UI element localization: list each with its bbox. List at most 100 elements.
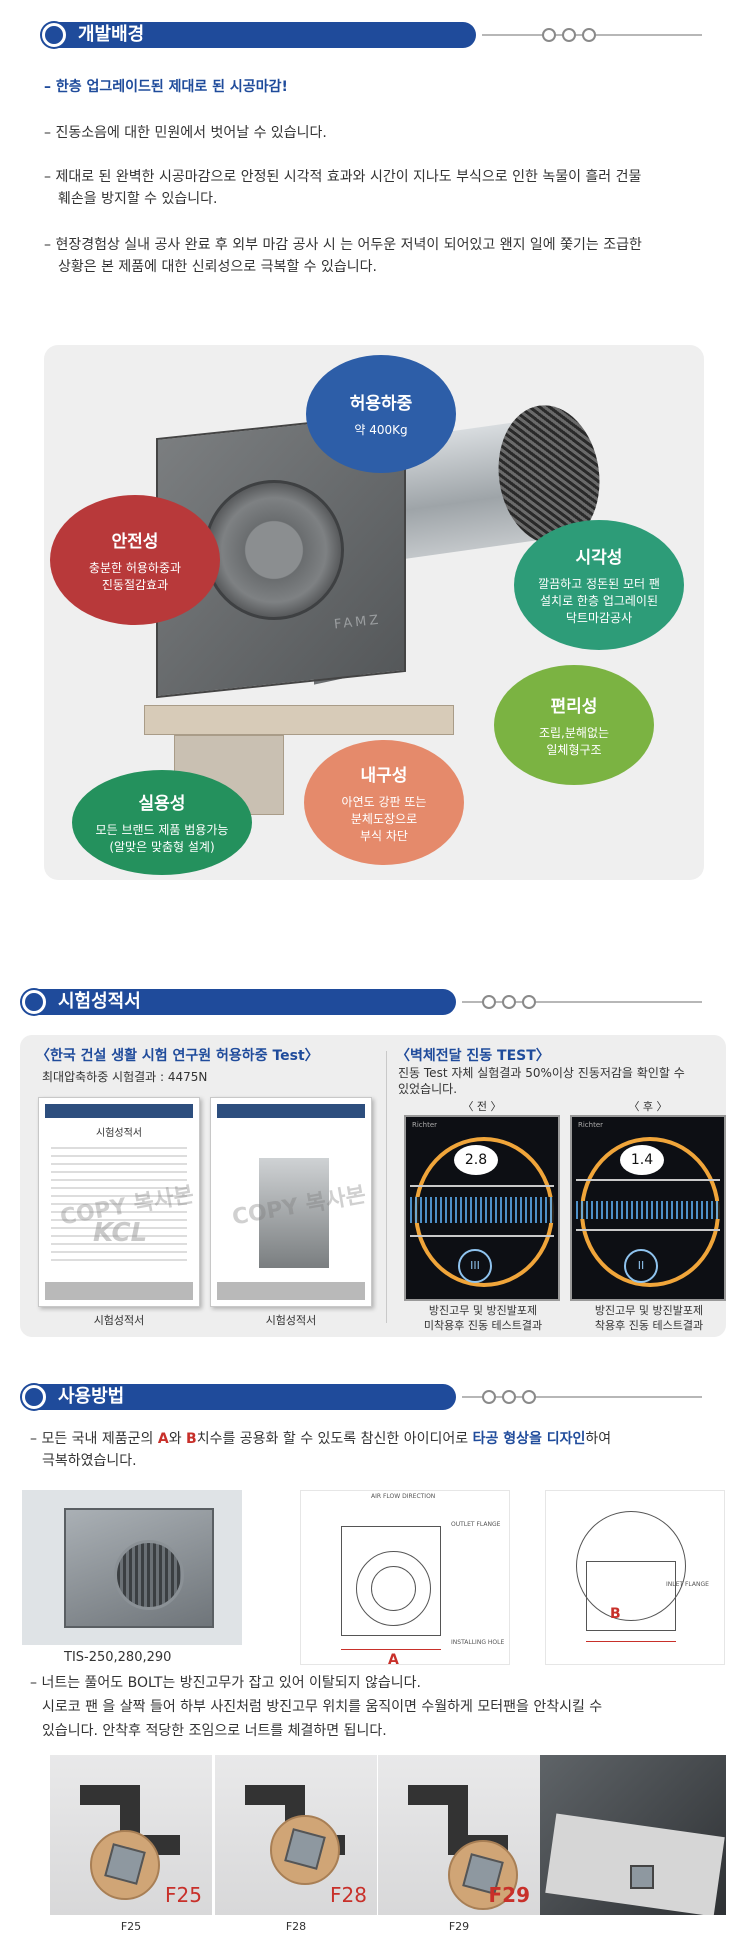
text: – 모든 국내 제품군의 bbox=[30, 1431, 158, 1447]
photo-code: F28 bbox=[330, 1883, 367, 1907]
vibration-test-desc: 진동 Test 자체 실험결과 50%이상 진동저감을 확인할 수 bbox=[398, 1066, 685, 1080]
fan-product-photo bbox=[22, 1490, 242, 1645]
feature-desc: 일체형구조 bbox=[546, 742, 602, 757]
slot-shape bbox=[245, 1785, 295, 1805]
feature-title: 허용하중 bbox=[349, 394, 413, 414]
panel-divider bbox=[386, 1051, 387, 1323]
certificate-2: COPY 복사본 bbox=[210, 1097, 372, 1307]
circle-icon bbox=[502, 1390, 516, 1404]
feature-title: 안전성 bbox=[111, 531, 159, 552]
feature-desc: 닥트마감공사 bbox=[565, 611, 633, 625]
feature-load: 허용하중 약 400Kg bbox=[306, 355, 456, 473]
photo-code: F29 bbox=[488, 1883, 531, 1907]
photo-caption: F28 bbox=[285, 1920, 307, 1933]
nut bbox=[630, 1865, 654, 1889]
feature-desc: 아연도 강판 또는 bbox=[341, 794, 427, 809]
photo-caption: F25 bbox=[120, 1920, 142, 1933]
paragraph: – 진동소음에 대한 민원에서 벗어날 수 있습니다. bbox=[44, 125, 327, 141]
certificate-caption: 시험성적서 bbox=[265, 1314, 317, 1327]
usage-paragraph: – 너트는 풀어도 BOLT는 방진고무가 잡고 있어 이탈되지 않습니다. bbox=[30, 1675, 421, 1691]
feature-desc: 조립,분해없는 bbox=[538, 725, 610, 740]
before-label: 〈 전 〉 bbox=[462, 1100, 502, 1113]
circle-icon bbox=[502, 995, 516, 1009]
circle-icon bbox=[482, 1390, 496, 1404]
certificate-header bbox=[45, 1104, 193, 1118]
bracket-image bbox=[144, 705, 454, 735]
feature-desc: (알맞은 맞춤형 설계) bbox=[109, 840, 215, 854]
drawing-outline bbox=[341, 1526, 441, 1636]
certificate-header bbox=[217, 1104, 365, 1118]
drawing-label: INLET FLANGE bbox=[666, 1581, 709, 1588]
usage-paragraph: 있습니다. 안착후 적당한 조임으로 너트를 체결하면 됩니다. bbox=[42, 1723, 387, 1739]
scope-brand: Richter bbox=[412, 1121, 438, 1129]
feature-title: 내구성 bbox=[360, 765, 408, 786]
vibration-test-desc: 있었습니다. bbox=[398, 1082, 458, 1096]
text: 치수를 공용화 할 수 있도록 참신한 아이디어로 bbox=[196, 1431, 473, 1447]
section-title: 사용방법 bbox=[36, 1384, 456, 1410]
product-hero: FAMZ 허용하중 약 400Kg 안전성 충분한 허용하중과 진동절감효과 시… bbox=[44, 345, 704, 880]
dim-b-text: B bbox=[186, 1431, 197, 1447]
test-results-panel: 〈한국 건설 생활 시험 연구원 허용하중 Test〉 최대압축하중 시험결과 … bbox=[20, 1035, 726, 1337]
circle-icon bbox=[482, 995, 496, 1009]
dimension-line bbox=[341, 1649, 441, 1650]
bolt-photo-f25: F25 bbox=[50, 1755, 212, 1915]
scope-line bbox=[410, 1235, 554, 1237]
divider bbox=[462, 1001, 702, 1003]
feature-title: 시각성 bbox=[575, 548, 623, 568]
paragraph: 상황은 본 제품에 대한 신뢰성으로 극복할 수 있습니다. bbox=[58, 259, 377, 275]
after-label: 〈 후 〉 bbox=[628, 1100, 668, 1113]
dimension-line bbox=[586, 1641, 676, 1642]
paragraph: – 제대로 된 완벽한 시공마감으로 안정된 시각적 효과와 시간이 지나도 부… bbox=[44, 169, 642, 185]
drawing-circle bbox=[356, 1551, 431, 1626]
highlight-text: – 한층 업그레이드된 제대로 된 시공마감! bbox=[44, 79, 288, 95]
certificate-1: 시험성적서 COPY 복사본 KCL bbox=[38, 1097, 200, 1307]
text: 와 bbox=[168, 1431, 187, 1447]
section-header-background: 개발배경 bbox=[42, 18, 702, 52]
circle-icon bbox=[522, 995, 536, 1009]
feature-desc: 깔끔하고 정돈된 모터 팬 bbox=[538, 577, 660, 591]
drawing-label: INSTALLING HOLE bbox=[451, 1639, 505, 1646]
certificate-footer bbox=[45, 1282, 193, 1300]
section-header-tests: 시험성적서 bbox=[22, 985, 702, 1019]
feature-durability: 내구성 아연도 강판 또는 분체도장으로 부식 차단 bbox=[304, 740, 464, 865]
paragraph: 훼손을 방지할 수 있습니다. bbox=[58, 191, 218, 207]
drawing-label: OUTLET FLANGE bbox=[451, 1521, 501, 1528]
usage-paragraph: – 모든 국내 제품군의 A와 B치수를 공용화 할 수 있도록 참신한 아이디… bbox=[30, 1428, 611, 1450]
certificate-title: 시험성적서 bbox=[96, 1128, 142, 1139]
model-label: TIS-250,280,290 bbox=[64, 1650, 172, 1665]
scope-knob: III bbox=[458, 1249, 492, 1283]
fan-intake bbox=[114, 1540, 184, 1610]
technical-drawing-front: AIR FLOW DIRECTION OUTLET FLANGE INSTALL… bbox=[300, 1490, 510, 1665]
bullet-icon bbox=[22, 1385, 46, 1409]
feature-desc: 약 400Kg bbox=[354, 423, 408, 437]
load-test-title: 〈한국 건설 생활 시험 연구원 허용하중 Test〉 bbox=[36, 1048, 319, 1064]
feature-desc: 분체도장으로 bbox=[350, 811, 418, 826]
feature-desc: 부식 차단 bbox=[360, 828, 408, 843]
section-title: 시험성적서 bbox=[36, 989, 456, 1015]
feature-desc: 진동절감효과 bbox=[101, 577, 169, 592]
circle-icon bbox=[562, 28, 576, 42]
scope-line bbox=[576, 1229, 720, 1231]
vibration-after-scope: Richter 1.4 II bbox=[570, 1115, 726, 1301]
scope-knob: II bbox=[624, 1249, 658, 1283]
circle-icon bbox=[582, 28, 596, 42]
feature-safety: 안전성 충분한 허용하중과 진동절감효과 bbox=[50, 495, 220, 625]
photo-code: F25 bbox=[165, 1883, 202, 1907]
before-caption: 방진고무 및 방진발포제 bbox=[428, 1304, 538, 1317]
feature-convenience: 편리성 조립,분해없는 일체형구조 bbox=[494, 665, 654, 785]
bolt-photo-f29: F29 bbox=[378, 1755, 540, 1915]
certificate-body bbox=[51, 1147, 187, 1267]
circle-icon bbox=[522, 1390, 536, 1404]
before-caption: 미착용후 진동 테스트결과 bbox=[423, 1319, 543, 1332]
technical-drawing-side: INLET FLANGE bbox=[545, 1490, 725, 1665]
vibration-value: 1.4 bbox=[620, 1145, 664, 1175]
highlight-text: 타공 형상을 디자인 bbox=[472, 1431, 586, 1447]
feature-desc: 충분한 허용하중과 bbox=[88, 560, 182, 575]
feature-visual: 시각성 깔끔하고 정돈된 모터 팬 설치로 한층 업그레이된 닥트마감공사 bbox=[514, 520, 684, 650]
certificate-footer bbox=[217, 1282, 365, 1300]
fan-motor-image bbox=[204, 480, 344, 620]
dimension-b: B bbox=[610, 1606, 621, 1622]
vibration-before-scope: Richter 2.8 III bbox=[404, 1115, 560, 1301]
section-header-usage: 사용방법 bbox=[22, 1380, 702, 1414]
feature-practical: 실용성 모든 브랜드 제품 범용가능 (알맞은 맞춤형 설계) bbox=[72, 770, 252, 875]
